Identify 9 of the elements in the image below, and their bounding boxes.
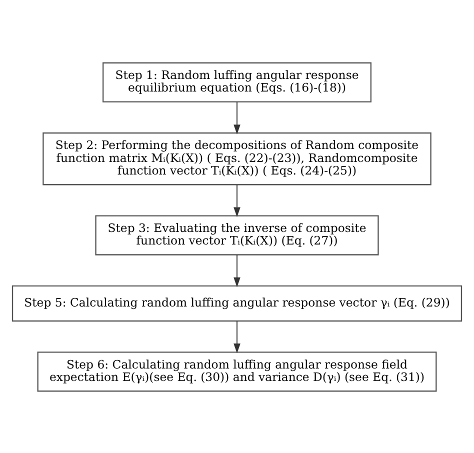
arrow <box>234 101 240 134</box>
node-box: Step 1: Random luffing angular response equilibrium equation (Eqs. (16)-(18)) <box>102 62 372 102</box>
node-box: Step 5: Calculating random luffing angular response vector γᵢ (Eq. (29)) <box>12 284 462 322</box>
node-box: Step 6: Calculating random luffing angular response field expectation E(γᵢ)(see Eq. (30)) and variance D(γᵢ) (see Eq. (31)) <box>37 351 437 392</box>
arrow <box>234 254 240 287</box>
node-box: Step 3: Evaluating the inverse of composite function vector Tᵢ(Kᵢ(X)) (Eq. (27)) <box>95 214 379 255</box>
node-box: Step 2: Performing the decompositions of Random composite function matrix Mᵢ(Kᵢ(X)) ( Eqs. (22)-(23)), Randomcomposite function vector Tᵢ(Kᵢ(X)) ( Eqs. (24)-(25)) <box>42 132 432 185</box>
arrow <box>234 184 240 216</box>
arrow <box>234 320 240 353</box>
